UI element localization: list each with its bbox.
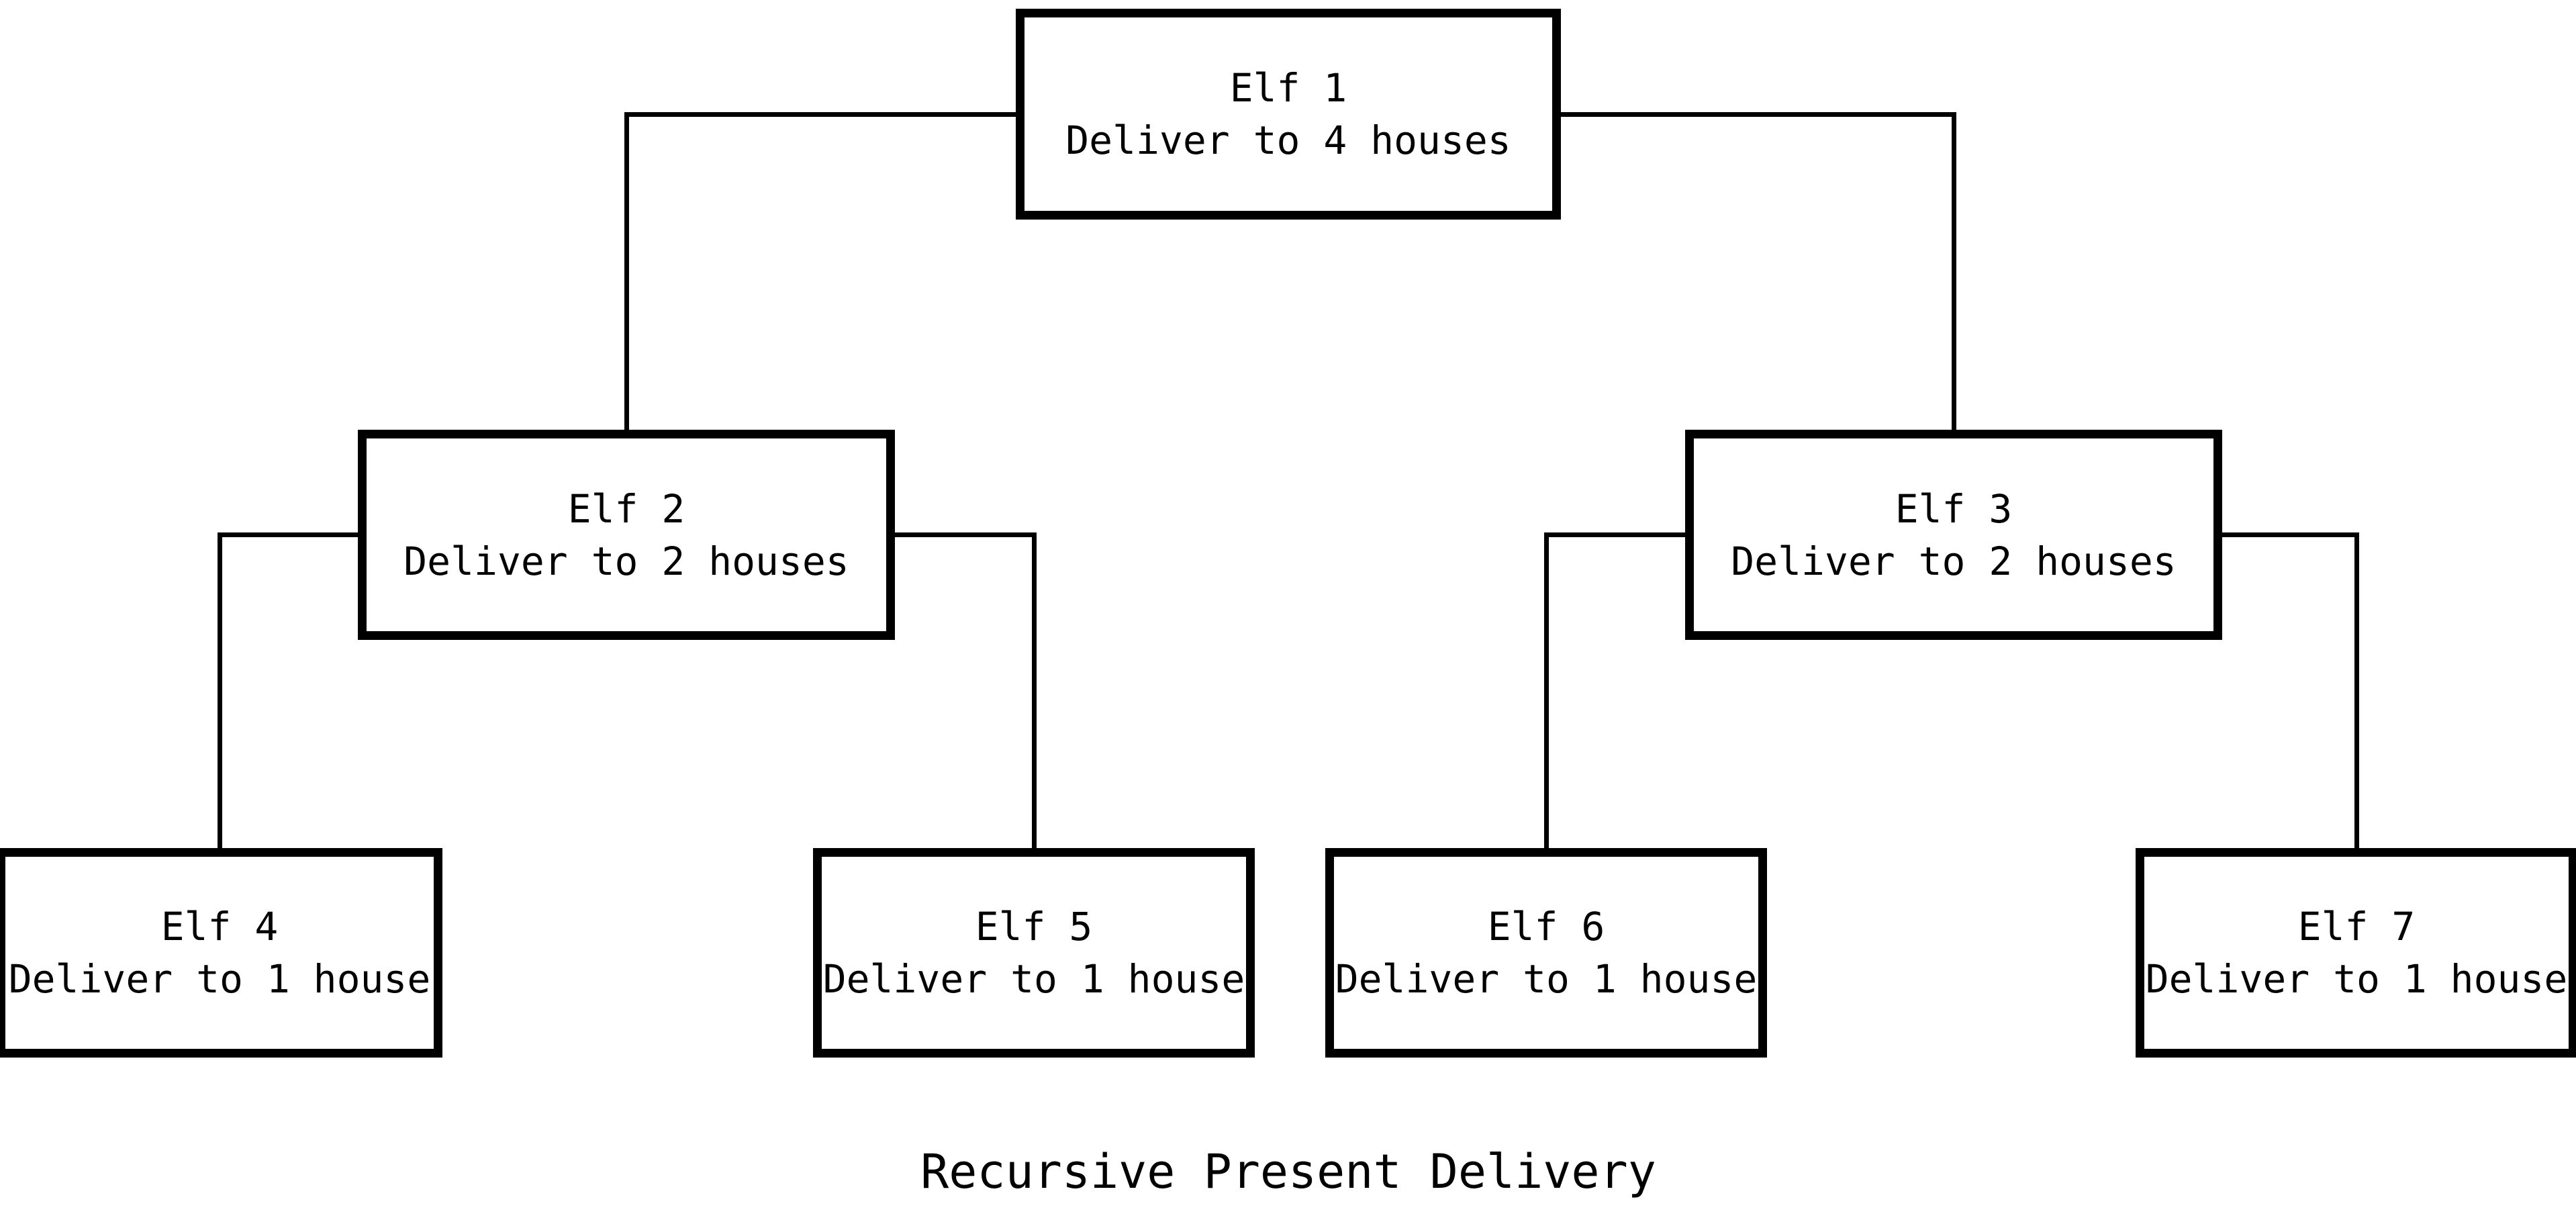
connector-elf3-elf7-horizontal: [2222, 532, 2359, 537]
node-task: Deliver to 1 house: [1335, 956, 1758, 1002]
node-label: Elf 4: [160, 904, 279, 949]
connector-elf3-elf6-horizontal: [1544, 532, 1685, 537]
node-task: Deliver to 4 houses: [1065, 118, 1511, 163]
connector-elf2-elf5-horizontal: [895, 532, 1037, 537]
connector-elf2-elf4-horizontal: [218, 532, 358, 537]
tree-node-elf-4: Elf 4 Deliver to 1 house: [0, 848, 442, 1058]
connector-elf3-elf6-vertical: [1544, 532, 1549, 848]
tree-node-elf-5: Elf 5 Deliver to 1 house: [813, 848, 1255, 1058]
connector-elf1-elf2-horizontal: [624, 112, 1016, 117]
node-task: Deliver to 1 house: [8, 956, 431, 1002]
tree-node-elf-3: Elf 3 Deliver to 2 houses: [1685, 430, 2222, 640]
node-label: Elf 6: [1487, 904, 1605, 949]
tree-node-elf-2: Elf 2 Deliver to 2 houses: [358, 430, 895, 640]
connector-elf1-elf3-horizontal: [1561, 112, 1956, 117]
node-label: Elf 5: [975, 904, 1093, 949]
node-label: Elf 7: [2297, 904, 2416, 949]
tree-node-elf-6: Elf 6 Deliver to 1 house: [1325, 848, 1767, 1058]
node-label: Elf 2: [567, 485, 685, 532]
connector-elf2-elf4-vertical: [218, 532, 222, 848]
node-label: Elf 3: [1895, 485, 2013, 532]
connector-elf1-elf2-vertical: [624, 112, 629, 430]
tree-node-elf-7: Elf 7 Deliver to 1 house: [2136, 848, 2576, 1058]
node-task: Deliver to 2 houses: [403, 538, 849, 584]
node-label: Elf 1: [1229, 65, 1347, 111]
connector-elf1-elf3-vertical: [1952, 112, 1956, 430]
connector-elf3-elf7-vertical: [2354, 532, 2359, 848]
node-task: Deliver to 1 house: [822, 956, 1245, 1002]
diagram-title: Recursive Present Delivery: [920, 1144, 1656, 1199]
tree-node-elf-1: Elf 1 Deliver to 4 houses: [1016, 9, 1561, 220]
connector-elf2-elf5-vertical: [1032, 532, 1037, 848]
node-task: Deliver to 2 houses: [1731, 538, 2177, 584]
node-task: Deliver to 1 house: [2145, 956, 2568, 1002]
